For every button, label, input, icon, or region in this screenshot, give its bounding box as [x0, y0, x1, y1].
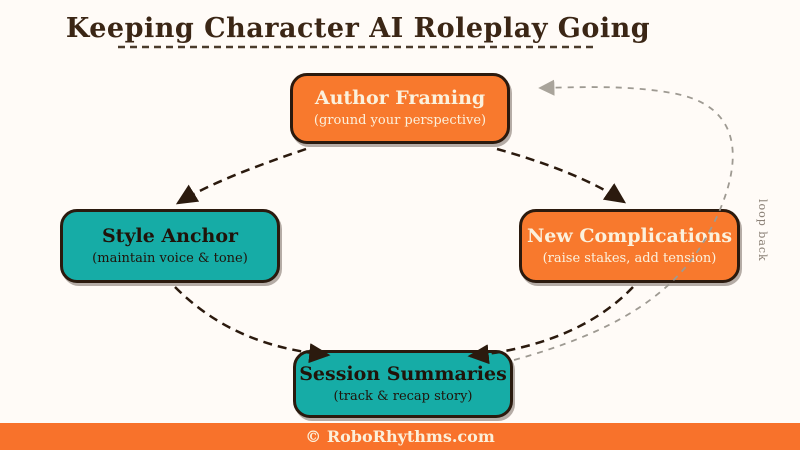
node-new-complications-title: New Complications — [526, 224, 733, 247]
node-author-framing-subtitle: (ground your perspective) — [313, 113, 487, 129]
node-style-anchor: Style Anchor (maintain voice & tone) — [60, 209, 280, 283]
node-session-summaries-title: Session Summaries — [299, 362, 507, 385]
node-author-framing-title: Author Framing — [314, 87, 486, 110]
footer-bar: © RoboRhythms.com — [0, 423, 800, 450]
flow-arrow-complications-to-session — [467, 286, 634, 365]
node-session-summaries: Session Summaries (track & recap story) — [293, 350, 513, 418]
node-author-framing: Author Framing (ground your perspective) — [290, 73, 510, 144]
loop-back-label: loop back — [756, 199, 769, 262]
node-session-summaries-subtitle: (track & recap story) — [333, 388, 473, 404]
flow-arrow-author-to-complications — [496, 147, 627, 204]
footer-credit: © RoboRhythms.com — [305, 427, 495, 446]
flow-arrow-author-to-style — [175, 147, 307, 205]
node-new-complications-subtitle: (raise stakes, add tension) — [542, 250, 717, 266]
page-title: Keeping Character AI Roleplay Going — [65, 13, 651, 44]
flow-arrow-style-to-session — [174, 286, 331, 364]
node-new-complications: New Complications (raise stakes, add ten… — [519, 209, 740, 283]
node-style-anchor-title: Style Anchor — [101, 224, 239, 247]
node-style-anchor-subtitle: (maintain voice & tone) — [92, 250, 248, 266]
